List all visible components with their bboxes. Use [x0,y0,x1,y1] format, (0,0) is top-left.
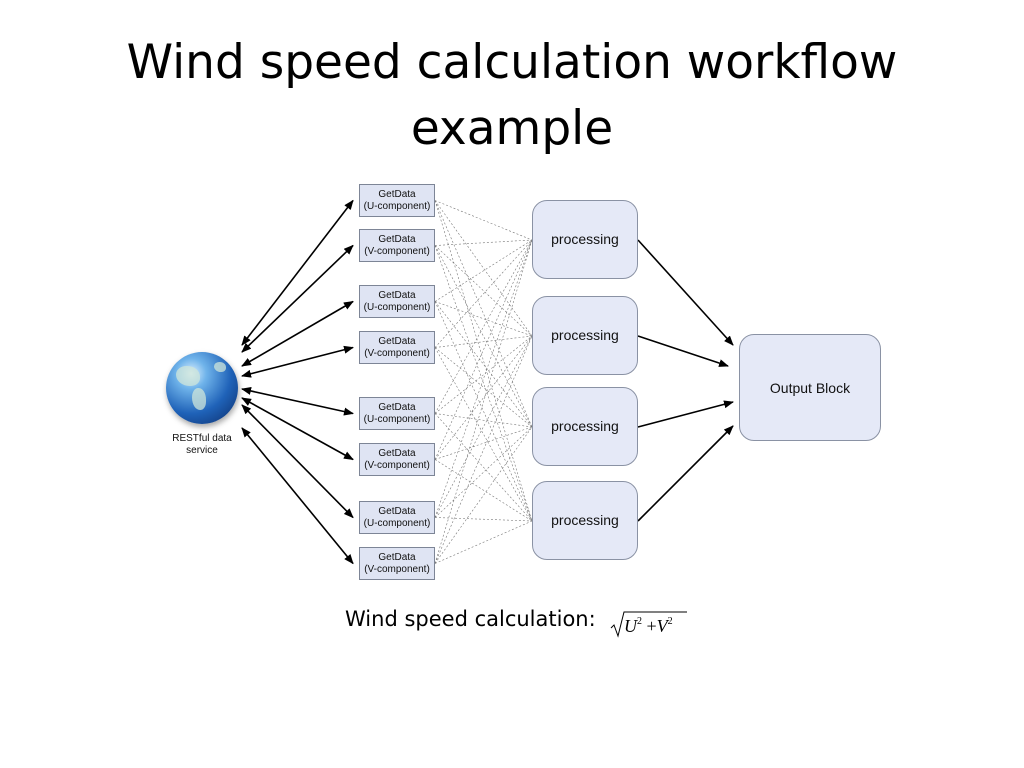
getdata-block-7: GetData (U-component) [359,501,435,534]
formula-v-exp: 2 [667,616,673,627]
dashed-connector [434,335,533,564]
getdata-title: GetData [378,447,416,459]
dashed-connector [434,239,533,564]
dashed-connector [434,426,533,460]
getdata-title: GetData [378,233,416,245]
getdata-title: GetData [378,505,416,517]
service-label-line2: service [186,445,218,456]
slide-title-line2: example [410,101,614,156]
getdata-title: GetData [378,188,416,200]
dashed-connector [434,301,533,428]
getdata-block-3: GetData (U-component) [359,285,435,318]
processing-label: processing [551,511,619,528]
getdata-block-6: GetData (V-component) [359,443,435,476]
formula-plus: + [646,616,657,636]
service-arrow [241,244,354,353]
getdata-component: (U-component) [363,413,431,425]
getdata-block-8: GetData (V-component) [359,547,435,580]
output-arrow [637,335,729,367]
dashed-connections [434,200,533,564]
dashed-connector [434,413,533,522]
service-arrow [241,199,354,346]
processing-block-1: processing [532,200,638,279]
slide-title-line1: Wind speed calculation workflow [126,35,898,90]
getdata-component: (U-component) [363,517,431,529]
dashed-connector [434,239,533,518]
processing-label: processing [551,326,619,343]
service-arrow [241,387,354,416]
solid-connections [241,199,734,565]
sqrt-symbol [610,611,687,638]
formula-u: U [624,616,637,636]
dashed-connector [434,426,533,518]
service-arrow [241,345,354,378]
output-block: Output Block [739,334,881,441]
getdata-component: (V-component) [364,459,430,471]
getdata-component: (V-component) [364,347,430,359]
output-arrow [637,239,734,346]
slide-title: Wind speed calculation workflow example [62,30,962,162]
dashed-connector [434,245,533,522]
getdata-title: GetData [378,401,416,413]
service-arrow [241,300,354,367]
formula-label: Wind speed calculation: [345,607,596,631]
getdata-title: GetData [378,551,416,563]
processing-label: processing [551,230,619,247]
getdata-component: (U-component) [363,301,431,313]
dashed-connector [434,200,533,522]
service-label-line1: RESTful data [172,433,232,444]
dashed-connector [434,239,533,348]
processing-label: processing [551,417,619,434]
dashed-connector [434,520,533,564]
getdata-title: GetData [378,335,416,347]
processing-block-4: processing [532,481,638,560]
dashed-connector [434,335,533,414]
formula-u-exp: 2 [637,616,642,627]
dashed-connector [434,413,533,428]
getdata-title: GetData [378,289,416,301]
getdata-block-5: GetData (U-component) [359,397,435,430]
dashed-connector [434,347,533,522]
output-arrow [637,425,734,522]
service-arrow [241,427,354,565]
processing-block-2: processing [532,296,638,375]
dashed-connector [434,239,533,302]
service-arrow [241,397,354,461]
getdata-block-2: GetData (V-component) [359,229,435,262]
dashed-connector [434,200,533,337]
dashed-connector [434,517,533,522]
dashed-connector [434,301,533,522]
output-arrow [637,400,734,428]
output-label: Output Block [769,379,851,396]
dashed-connector [434,347,533,428]
dashed-connector [434,335,533,348]
processing-block-3: processing [532,387,638,466]
dashed-connector [434,239,533,414]
getdata-block-4: GetData (V-component) [359,331,435,364]
service-arrow [241,404,354,519]
dashed-connector [434,239,533,246]
getdata-block-1: GetData (U-component) [359,184,435,217]
dashed-connector [434,200,533,428]
getdata-component: (U-component) [363,200,431,212]
getdata-component: (V-component) [364,563,430,575]
dashed-connector [434,200,533,241]
globe-icon [166,352,238,424]
service-label: RESTful data service [160,433,244,457]
dashed-connector [434,239,533,460]
dashed-connector [434,245,533,337]
getdata-component: (V-component) [364,245,430,257]
formula-v: V [656,616,668,636]
dashed-connector [434,301,533,337]
dashed-connector [434,459,533,522]
